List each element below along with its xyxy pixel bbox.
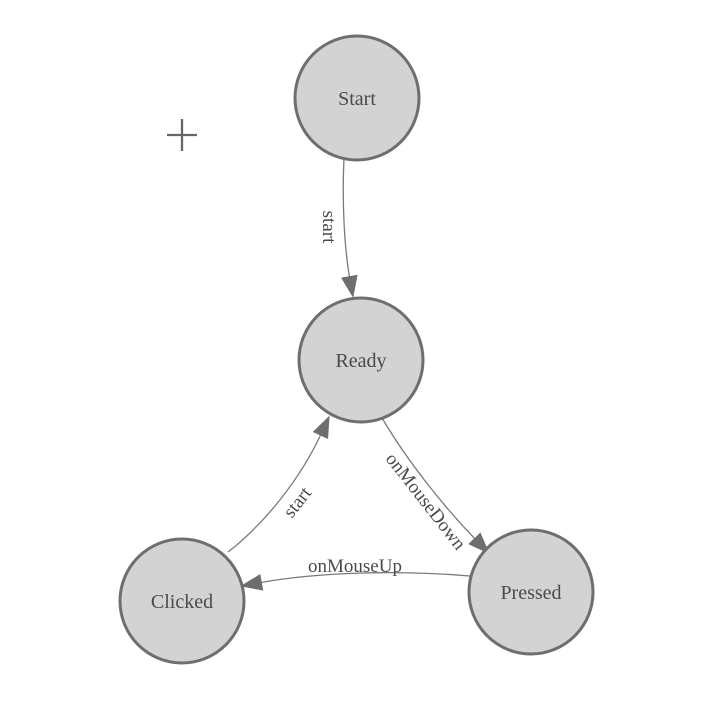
node-start[interactable]: Start: [293, 34, 421, 162]
edge-pressed-to-clicked-line[interactable]: [240, 572, 471, 591]
node-pressed-label: Pressed: [500, 582, 561, 604]
node-ready-label: Ready: [335, 350, 386, 372]
node-pressed[interactable]: Pressed: [467, 528, 595, 656]
crosshair-plus-icon: [167, 119, 197, 151]
edge-label-start-1: start: [318, 211, 339, 244]
edge-ready-to-pressed-line[interactable]: [381, 417, 490, 555]
node-start-circle[interactable]: [293, 34, 421, 162]
edge-start-to-ready[interactable]: start: [318, 157, 358, 298]
node-pressed-circle[interactable]: [467, 528, 595, 656]
node-clicked-label: Clicked: [151, 591, 213, 613]
edge-label-onmouseup: onMouseUp: [308, 556, 402, 577]
edge-pressed-to-clicked[interactable]: onMouseUp: [240, 556, 471, 591]
node-clicked-circle[interactable]: [118, 537, 246, 665]
node-ready[interactable]: Ready: [297, 296, 425, 424]
node-ready-circle[interactable]: [297, 296, 425, 424]
node-start-label: Start: [338, 88, 376, 110]
edge-clicked-to-ready-line[interactable]: [227, 415, 330, 553]
node-clicked[interactable]: Clicked: [118, 537, 246, 665]
edge-start-to-ready-line[interactable]: [341, 157, 358, 298]
